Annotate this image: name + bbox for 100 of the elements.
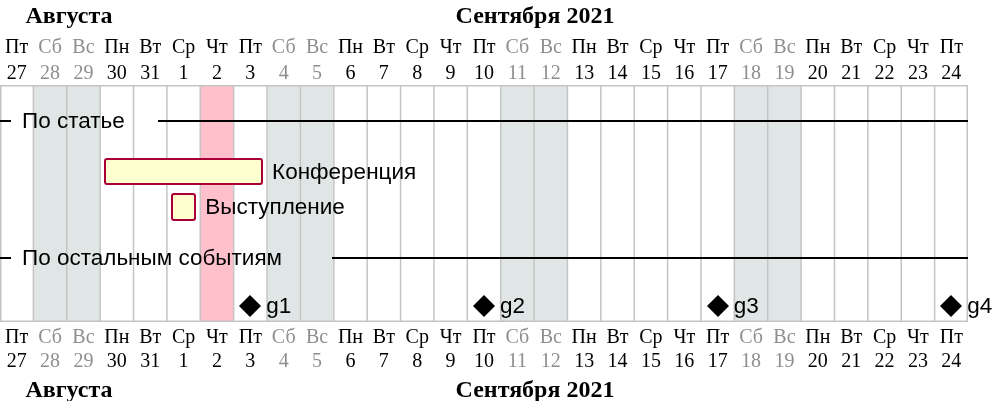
weekday-label: Вс <box>306 324 329 348</box>
date-label: 19 <box>774 60 795 84</box>
date-label: 29 <box>73 60 94 84</box>
weekday-label: Чт <box>439 324 462 348</box>
date-label: 23 <box>907 60 928 84</box>
date-label: 14 <box>607 348 628 372</box>
milestone-label: g2 <box>500 293 526 319</box>
weekday-label: Сб <box>38 34 62 58</box>
weekday-label: Пн <box>337 324 364 348</box>
date-label: 17 <box>707 348 728 372</box>
date-label: 17 <box>707 60 728 84</box>
weekday-label: Вт <box>606 324 629 348</box>
date-label: 27 <box>6 348 27 372</box>
weekday-label: Сб <box>271 34 296 58</box>
weekday-label: Сб <box>38 324 62 348</box>
date-label: 8 <box>412 348 423 372</box>
task-label: Конференция <box>272 158 417 185</box>
task-label: Выступление <box>205 194 345 220</box>
date-label: 21 <box>841 348 862 372</box>
weekday-label: Вт <box>606 34 629 58</box>
weekday-label: Вт <box>840 34 863 58</box>
date-label: 11 <box>507 60 527 84</box>
date-label: 2 <box>211 348 222 372</box>
weekday-label: Сб <box>739 324 763 348</box>
weekday-label: Чт <box>439 34 462 58</box>
weekday-label: Пт <box>706 324 730 348</box>
milestone-label: g1 <box>266 293 292 319</box>
milestone-diamond <box>239 295 262 317</box>
weekday-label: Вс <box>539 34 562 58</box>
date-label: 14 <box>607 60 628 84</box>
date-label: 15 <box>640 60 661 84</box>
date-label: 16 <box>674 348 695 372</box>
milestone-diamond <box>940 295 963 317</box>
weekday-label: Чт <box>673 34 696 58</box>
date-label: 15 <box>640 348 661 372</box>
weekday-label: Ср <box>872 324 897 348</box>
milestone-label: g3 <box>733 293 759 319</box>
date-label: 20 <box>807 348 828 372</box>
date-label: 22 <box>874 60 895 84</box>
weekday-label: Пт <box>939 324 963 348</box>
date-label: 6 <box>345 60 356 84</box>
date-label: 5 <box>312 348 323 372</box>
weekday-label: Вс <box>72 34 95 58</box>
milestone-diamond <box>473 295 495 317</box>
date-label: 13 <box>574 348 595 372</box>
weekday-label: Ср <box>872 34 897 58</box>
weekday-label: Ср <box>171 324 196 348</box>
weekday-label: Сб <box>271 324 296 348</box>
weekday-label: Вт <box>139 324 162 348</box>
date-label: 3 <box>245 60 256 84</box>
weekday-label: Ср <box>405 34 429 58</box>
weekday-label: Пн <box>571 324 597 348</box>
section-label: По остальным событиям <box>22 245 283 271</box>
weekday-label: Пт <box>5 34 29 58</box>
date-label: 28 <box>40 348 61 372</box>
milestone-label: g4 <box>967 293 993 319</box>
weekday-label: Чт <box>206 324 228 348</box>
weekday-label: Чт <box>907 324 929 348</box>
date-label: 2 <box>211 60 222 84</box>
date-label: 27 <box>6 60 27 84</box>
date-label: 4 <box>278 60 289 84</box>
date-label: 4 <box>278 348 289 372</box>
date-label: 8 <box>412 60 423 84</box>
date-label: 29 <box>73 348 94 372</box>
date-label: 30 <box>106 348 127 372</box>
date-label: 31 <box>140 348 161 372</box>
date-label: 6 <box>345 348 356 372</box>
weekday-label: Вс <box>306 34 329 58</box>
weekday-label: Ср <box>639 324 663 348</box>
date-label: 30 <box>106 60 127 84</box>
weekday-label: Сб <box>505 324 530 348</box>
section-label: По статье <box>22 108 125 134</box>
date-label: 10 <box>474 348 494 372</box>
date-label: 21 <box>841 60 862 84</box>
date-label: 3 <box>245 348 256 372</box>
month-label: Августа <box>25 2 113 30</box>
task-bar <box>104 158 263 185</box>
weekday-label: Пт <box>472 34 496 58</box>
weekday-label: Сб <box>739 34 763 58</box>
weekday-label: Сб <box>505 34 530 58</box>
weekday-label: Пт <box>472 324 496 348</box>
weekday-label: Пн <box>104 324 130 348</box>
date-label: 20 <box>807 60 828 84</box>
date-label: 28 <box>40 60 61 84</box>
weekday-label: Пт <box>238 34 262 58</box>
weekday-label: Вт <box>372 34 395 58</box>
milestone-diamond <box>706 295 729 317</box>
date-label: 16 <box>674 60 695 84</box>
date-label: 12 <box>540 60 561 84</box>
date-label: 1 <box>178 60 189 84</box>
date-label: 22 <box>874 348 895 372</box>
date-label: 1 <box>178 348 189 372</box>
date-label: 18 <box>741 348 762 372</box>
date-label: 23 <box>907 348 928 372</box>
date-label: 9 <box>445 60 456 84</box>
weekday-label: Вт <box>139 34 162 58</box>
weekday-label: Пн <box>571 34 597 58</box>
weekday-label: Пн <box>337 34 364 58</box>
date-label: 10 <box>474 60 494 84</box>
date-label: 11 <box>507 348 527 372</box>
